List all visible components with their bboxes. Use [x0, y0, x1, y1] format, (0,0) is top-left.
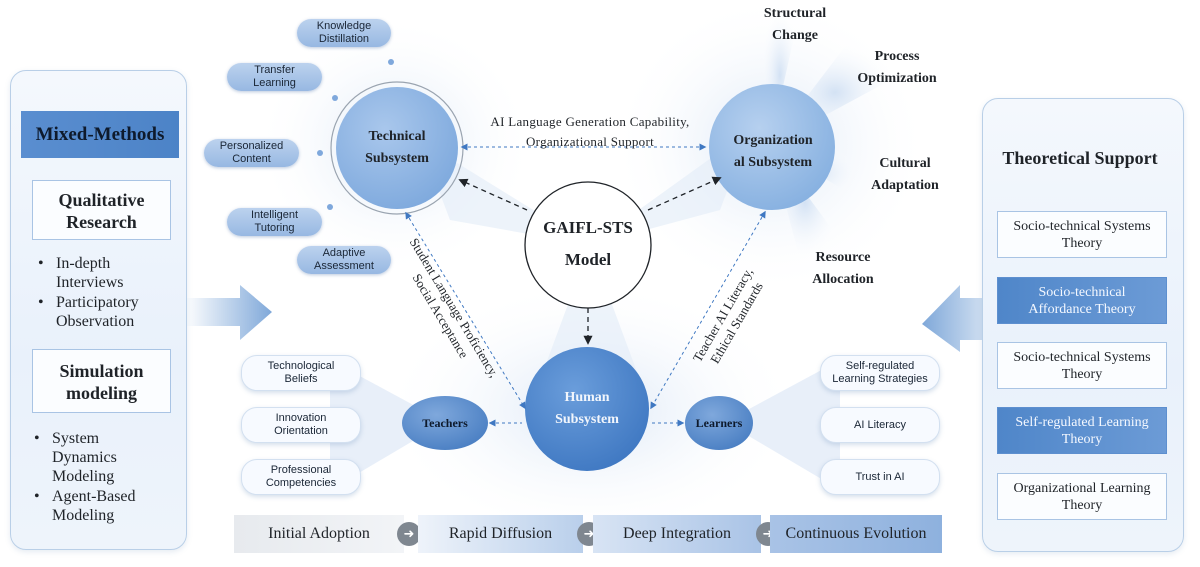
learners-label: Learners	[695, 416, 743, 430]
stage-rapid-diffusion: Rapid Diffusion	[418, 515, 583, 553]
theoretical-support-title: Theoretical Support	[1002, 148, 1158, 168]
qualitative-heading-line2: Research	[66, 212, 137, 232]
qualitative-heading-line1: Qualitative	[58, 190, 145, 210]
qualitative-research-box: Qualitative Research	[32, 180, 171, 240]
stage-continuous-evolution: Continuous Evolution	[770, 515, 942, 553]
learner-item-ai-literacy: AI Literacy	[820, 407, 940, 443]
arrow-right-icon: ➜	[397, 522, 421, 546]
teachers-label: Teachers	[422, 416, 468, 430]
learner-item-trust-in-ai: Trust in AI	[820, 459, 940, 495]
stage-deep-integration: Deep Integration	[593, 515, 761, 553]
simulation-heading-line1: Simulation	[59, 361, 144, 381]
simulation-modeling-box: Simulation modeling	[32, 349, 171, 413]
stage-initial-adoption: Initial Adoption	[234, 515, 404, 553]
link-tech-org-label: AI Language Generation Capability,Organi…	[490, 114, 690, 149]
mixed-methods-title: Mixed-Methods	[21, 111, 179, 158]
simulation-heading-line2: modeling	[65, 383, 137, 403]
